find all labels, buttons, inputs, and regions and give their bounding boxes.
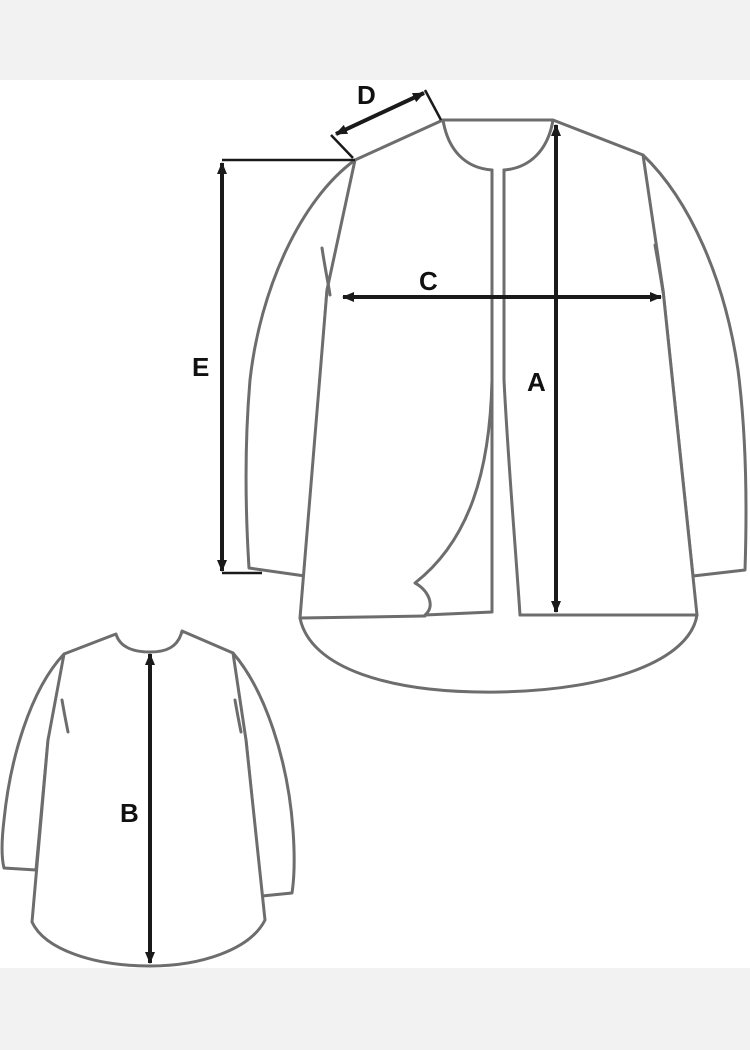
measure-e-label: E bbox=[192, 352, 209, 382]
measure-d-arrow bbox=[335, 91, 425, 136]
measure-b-label: B bbox=[120, 798, 139, 828]
front-hem-line bbox=[298, 613, 699, 620]
front-inner-lining bbox=[413, 168, 494, 617]
front-view-jacket bbox=[244, 118, 748, 694]
front-body bbox=[298, 118, 699, 694]
measure-d-label: D bbox=[357, 80, 376, 110]
front-left-armhole-seam bbox=[320, 246, 332, 297]
front-right-placket bbox=[502, 168, 522, 617]
measure-d-extension-left bbox=[330, 134, 354, 159]
back-left-armhole-seam bbox=[60, 698, 70, 734]
back-right-armhole-seam bbox=[233, 698, 243, 734]
measure-c-label: C bbox=[419, 266, 438, 296]
front-right-armhole-seam bbox=[653, 243, 665, 294]
measure-a-label: A bbox=[527, 367, 546, 397]
measure-d-extension-right bbox=[423, 89, 443, 121]
